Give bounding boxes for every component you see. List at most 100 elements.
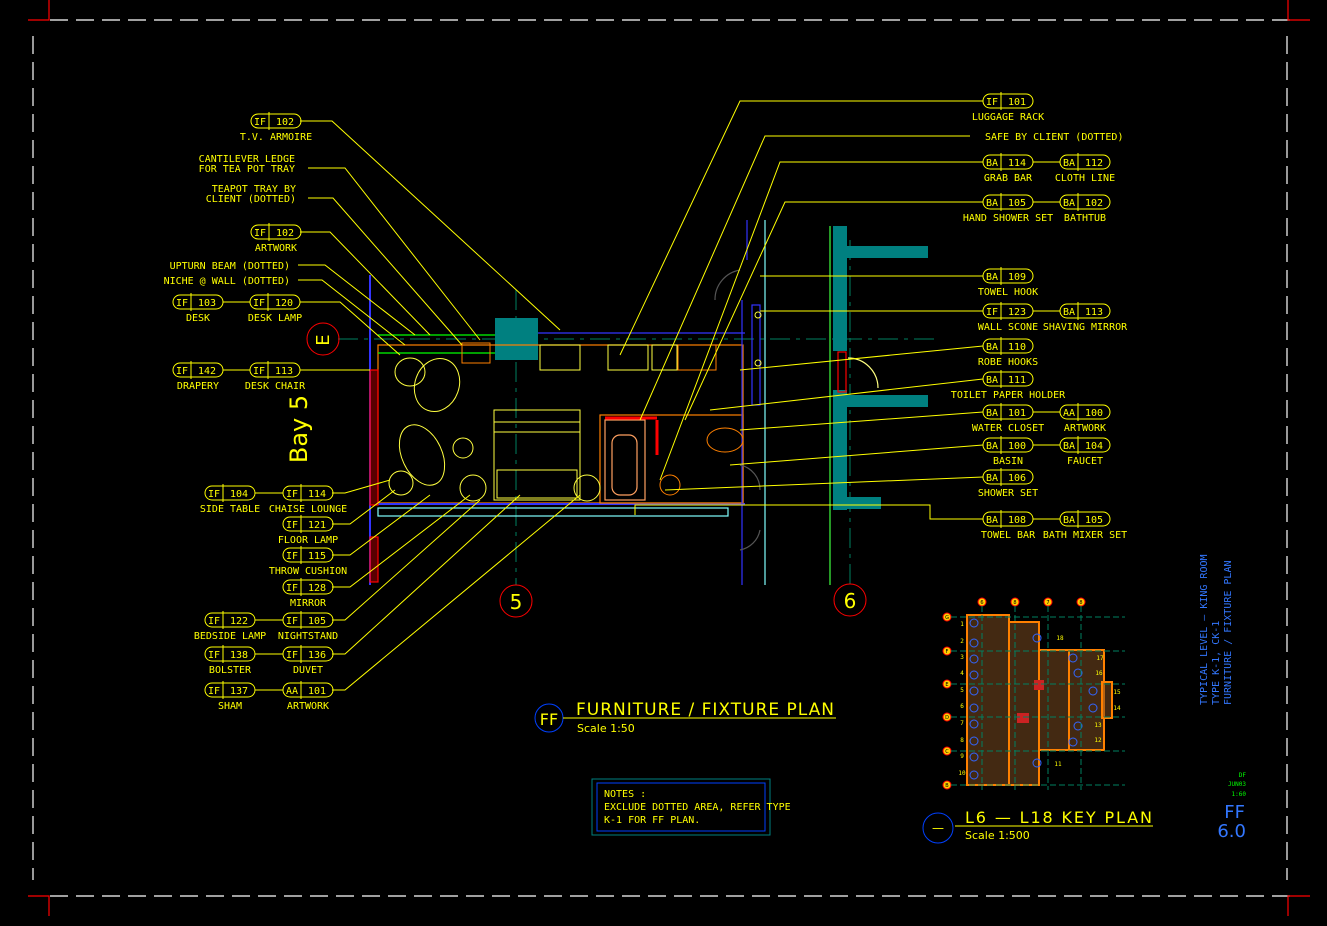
tag-code: AA (1063, 408, 1075, 419)
key-plan-units (969, 618, 1098, 780)
tag-number: 113 (1085, 307, 1103, 318)
tag-code: BA (1063, 198, 1075, 209)
callout-text: TEAPOT TRAY BY (212, 184, 296, 195)
tag-label: FAUCET (1067, 456, 1103, 467)
tag-code: IF (254, 117, 266, 128)
tag-number: 114 (308, 489, 326, 500)
tag-code: IF (286, 551, 298, 562)
tag-code: BA (986, 158, 998, 169)
tag-code: IF (253, 366, 265, 377)
tag-label: BASIN (993, 456, 1023, 467)
nightstand-left (459, 474, 487, 502)
tag-number: 108 (1008, 515, 1026, 526)
plan-title: FURNITURE / FIXTURE PLAN (576, 700, 834, 720)
tag-number: 123 (1008, 307, 1026, 318)
tag-number: 102 (276, 228, 294, 239)
bed (493, 409, 581, 501)
sheet-number: 6.0 (1217, 821, 1246, 842)
tag-code: IF (254, 228, 266, 239)
tag-number: 138 (230, 650, 248, 661)
room-plan (369, 220, 879, 585)
key-plan-unit: 9 (960, 753, 964, 760)
tag-number: 101 (1008, 97, 1026, 108)
key-plan-unit: 18 (1056, 635, 1064, 642)
tag-number: 110 (1008, 342, 1026, 353)
tag-code: IF (286, 489, 298, 500)
tag-code: IF (208, 686, 220, 697)
callout-text: UPTURN BEAM (DOTTED) (170, 261, 290, 272)
tag-number: 109 (1008, 272, 1026, 283)
callout-text: CANTILEVER LEDGE (199, 154, 295, 165)
revision-scale: 1:60 (1232, 791, 1247, 798)
tag-number: 122 (230, 616, 248, 627)
tag-code: IF (286, 650, 298, 661)
revision-date: JUN03 (1228, 781, 1246, 788)
key-plan-unit: 12 (1094, 737, 1102, 744)
tag-label: SHAM (218, 701, 242, 712)
key-plan-bubble: — (932, 821, 944, 835)
chaise-lounge (398, 424, 446, 486)
water-closet (706, 427, 744, 453)
tag-label: ARTWORK (287, 701, 329, 712)
tag-number: 142 (198, 366, 216, 377)
tag-number: 104 (1085, 441, 1103, 452)
plan-scale: Scale 1:50 (577, 722, 635, 735)
tag-label: DUVET (293, 665, 323, 676)
key-plan-unit: 5 (960, 687, 964, 694)
tag-code: BA (986, 342, 998, 353)
tag-number: 105 (308, 616, 326, 627)
tag-label: DESK CHAIR (245, 381, 306, 392)
tag-number: 104 (230, 489, 248, 500)
key-plan-col-bubble: 6 (980, 600, 983, 606)
key-plan-row-bubble: B (945, 783, 949, 789)
tag-code: BA (986, 473, 998, 484)
tag-code: BA (986, 441, 998, 452)
grid-bubble-col-6: 6 (833, 583, 867, 617)
plan-title-bubble: FF (540, 710, 558, 729)
tag-label: CHAISE LOUNGE (269, 504, 347, 515)
tag-number: 128 (308, 583, 326, 594)
tag-label: NIGHTSTAND (278, 631, 338, 642)
tag-code: AA (286, 686, 298, 697)
tag-label: BATHTUB (1064, 213, 1106, 224)
key-plan-unit: 16 (1095, 670, 1103, 677)
tag-code: BA (986, 408, 998, 419)
key-plan-unit: 8 (960, 737, 964, 744)
tag-number: 121 (308, 520, 326, 531)
key-plan-unit: 7 (960, 720, 964, 727)
key-plan-row-bubble: C (945, 749, 949, 755)
tag-label: TOWEL HOOK (978, 287, 1038, 298)
tag-label: CLOTH LINE (1055, 173, 1115, 184)
tag-label: MIRROR (290, 598, 327, 609)
tag-label: ROBE HOOKS (978, 357, 1038, 368)
tag-label: THROW CUSHION (269, 566, 347, 577)
tag-number: 115 (308, 551, 326, 562)
tag-label: SHAVING MIRROR (1043, 322, 1128, 333)
tag-label: BEDSIDE LAMP (194, 631, 266, 642)
grid-bubble-label: E (313, 334, 334, 345)
tag-code: IF (286, 583, 298, 594)
tag-label: DRAPERY (177, 381, 219, 392)
notes-heading: NOTES : (604, 789, 646, 800)
key-plan-unit: 6 (960, 703, 964, 710)
tag-code: IF (208, 650, 220, 661)
tag-number: 105 (1085, 515, 1103, 526)
grid-lines (338, 240, 940, 585)
